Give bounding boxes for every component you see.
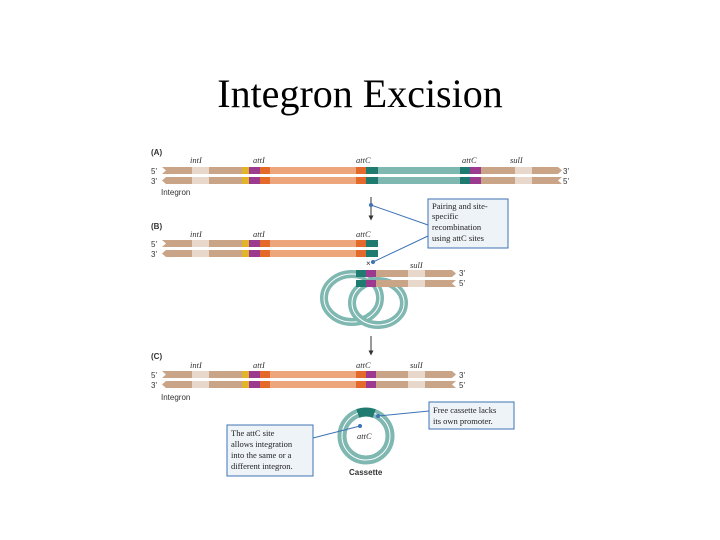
callout-free-cassette-box xyxy=(428,401,515,430)
panel-b-top-strand xyxy=(162,240,378,247)
callout-pairing-line2: specific xyxy=(432,211,459,221)
panel-b-lower-bottom-strand xyxy=(356,280,456,287)
panel-a-5prime-right: 5' xyxy=(563,177,569,186)
slide-title: Integron Excision xyxy=(217,71,503,116)
panel-c-attC-label: attC xyxy=(356,360,371,370)
callout-pairing-line3: recombination xyxy=(432,222,482,232)
panel-b-3prime-left: 3' xyxy=(151,250,157,259)
panel-c-letter: (C) xyxy=(151,352,162,361)
panel-a-bottom-strand xyxy=(162,177,562,184)
callout-pairing-dot xyxy=(369,203,373,207)
panel-c-3prime-right: 3' xyxy=(459,371,465,380)
panel-a-3prime-left: 3' xyxy=(151,177,157,186)
callout-free-cassette: Free cassette lacks its own promoter. xyxy=(376,401,515,430)
callout-pairing-box xyxy=(427,198,509,249)
loop-left-center-line xyxy=(323,273,381,323)
panel-a-intI-label: intI xyxy=(190,155,203,165)
callout-attc-site: The attC site allows integration into th… xyxy=(226,424,362,477)
callout-free-cassette-line2: its own promoter. xyxy=(433,416,493,426)
panel-a-letter: (A) xyxy=(151,148,162,157)
panel-c-bottom-strand xyxy=(162,381,456,388)
panel-b-lower-top-strand xyxy=(356,270,456,277)
callout-attc-site-line1: The attC site xyxy=(231,428,275,438)
panel-b-attI-label: attI xyxy=(253,229,266,239)
panel-a-caption: Integron xyxy=(161,188,190,197)
panel-b-5prime-right: 5' xyxy=(459,279,465,288)
panel-a-5prime-left: 5' xyxy=(151,167,157,176)
callout-attc-site-line4: different integron. xyxy=(231,461,293,471)
panel-c-3prime-left: 3' xyxy=(151,381,157,390)
panel-b: (B) intI attI attC sulI 5' 3' 3' 5' xyxy=(151,222,465,329)
panel-b-intI-label: intI xyxy=(190,229,203,239)
panel-c-cassette-circle: attC Cassette xyxy=(337,407,395,477)
panel-c: (C) intI attI attC sulI 5' 3' 3' 5' Inte… xyxy=(151,352,465,477)
callout-pairing-line4: using attC sites xyxy=(432,233,484,243)
cassette-attC-segment xyxy=(356,407,376,418)
callout-free-cassette-dot xyxy=(376,414,380,418)
panel-a-3prime-right: 3' xyxy=(563,167,569,176)
panel-b-attC-label: attC xyxy=(356,229,371,239)
panel-b-cross: × xyxy=(366,259,371,268)
callout-attc-site-line2: allows integration xyxy=(231,439,293,449)
callout-free-cassette-line1: Free cassette lacks xyxy=(433,405,496,415)
callout-pairing-dot-2 xyxy=(371,260,375,264)
callout-pairing-leader-2 xyxy=(372,235,429,263)
cassette-caption: Cassette xyxy=(349,468,383,477)
callout-attc-site-box xyxy=(226,424,314,477)
cassette-attC-label: attC xyxy=(357,431,372,441)
callout-pairing-leader xyxy=(370,204,429,226)
panel-c-attI-label: attI xyxy=(253,360,266,370)
panel-c-sulI-label: sulI xyxy=(410,360,424,370)
callout-attc-site-line3: into the same or a xyxy=(231,450,292,460)
panel-b-letter: (B) xyxy=(151,222,162,231)
panel-a-attI-label: attI xyxy=(253,155,266,165)
panel-c-5prime-right: 5' xyxy=(459,381,465,390)
panel-b-3prime-right: 3' xyxy=(459,269,465,278)
callout-free-cassette-leader xyxy=(377,410,430,417)
panel-b-sulI-label: sulI xyxy=(410,260,424,270)
panel-c-5prime-left: 5' xyxy=(151,371,157,380)
panel-a-top-strand xyxy=(162,167,562,174)
callout-attc-site-leader xyxy=(312,425,361,439)
panel-b-5prime-left: 5' xyxy=(151,240,157,249)
panel-a-sulI-label: sulI xyxy=(510,155,524,165)
panel-a-attC2-label: attC xyxy=(462,155,477,165)
panel-a: (A) intI attI attC attC sulI 5' 3' 3' 5'… xyxy=(151,148,569,197)
callout-attc-site-dot xyxy=(358,424,362,428)
callout-pairing: Pairing and site- specific recombination… xyxy=(369,198,509,264)
panel-c-top-strand xyxy=(162,371,456,378)
panel-c-caption: Integron xyxy=(161,393,190,402)
panel-b-bottom-strand xyxy=(162,250,378,257)
callout-pairing-line1: Pairing and site- xyxy=(432,201,488,211)
panel-a-attC1-label: attC xyxy=(356,155,371,165)
panel-c-intI-label: intI xyxy=(190,360,203,370)
